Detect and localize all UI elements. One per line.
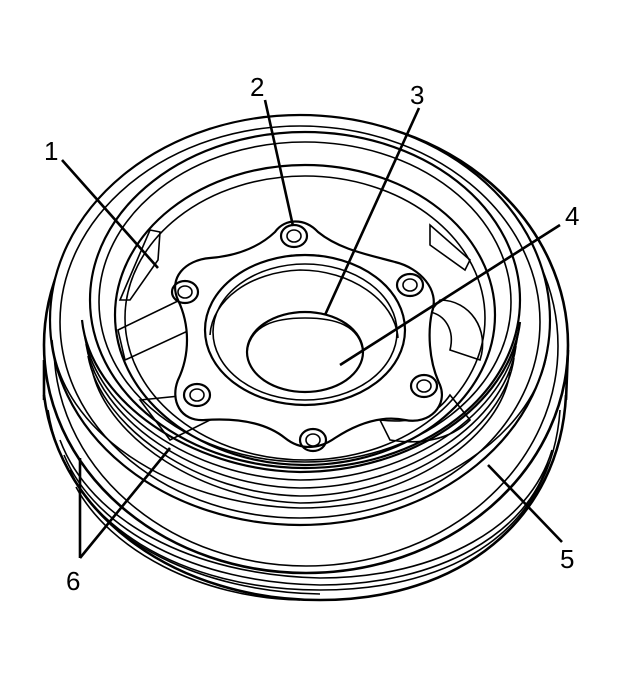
inner-bore — [245, 310, 365, 394]
bolt-hole-right-upper — [395, 272, 425, 298]
bolt-hole-right-lower — [409, 373, 439, 399]
bolt-holes — [170, 223, 439, 453]
callout-labels: 1 2 3 4 5 6 — [44, 72, 579, 596]
callout-2: 2 — [250, 72, 264, 102]
leader-2 — [263, 99, 295, 227]
leader-6b — [78, 447, 172, 559]
leader-lines — [61, 99, 563, 559]
leader-4 — [339, 223, 561, 367]
callout-4: 4 — [565, 201, 579, 231]
upper-belt-grooves — [80, 319, 522, 504]
callout-5: 5 — [560, 544, 574, 574]
bolt-hole-bottom — [298, 427, 328, 453]
bolt-hole-left-lower — [182, 382, 212, 408]
callout-1: 1 — [44, 136, 58, 166]
bolt-hole-left-upper — [170, 279, 200, 305]
leader-5 — [487, 464, 563, 543]
leader-1 — [61, 159, 159, 269]
callout-3: 3 — [410, 80, 424, 110]
leader-3 — [323, 107, 421, 316]
callout-6: 6 — [66, 566, 80, 596]
